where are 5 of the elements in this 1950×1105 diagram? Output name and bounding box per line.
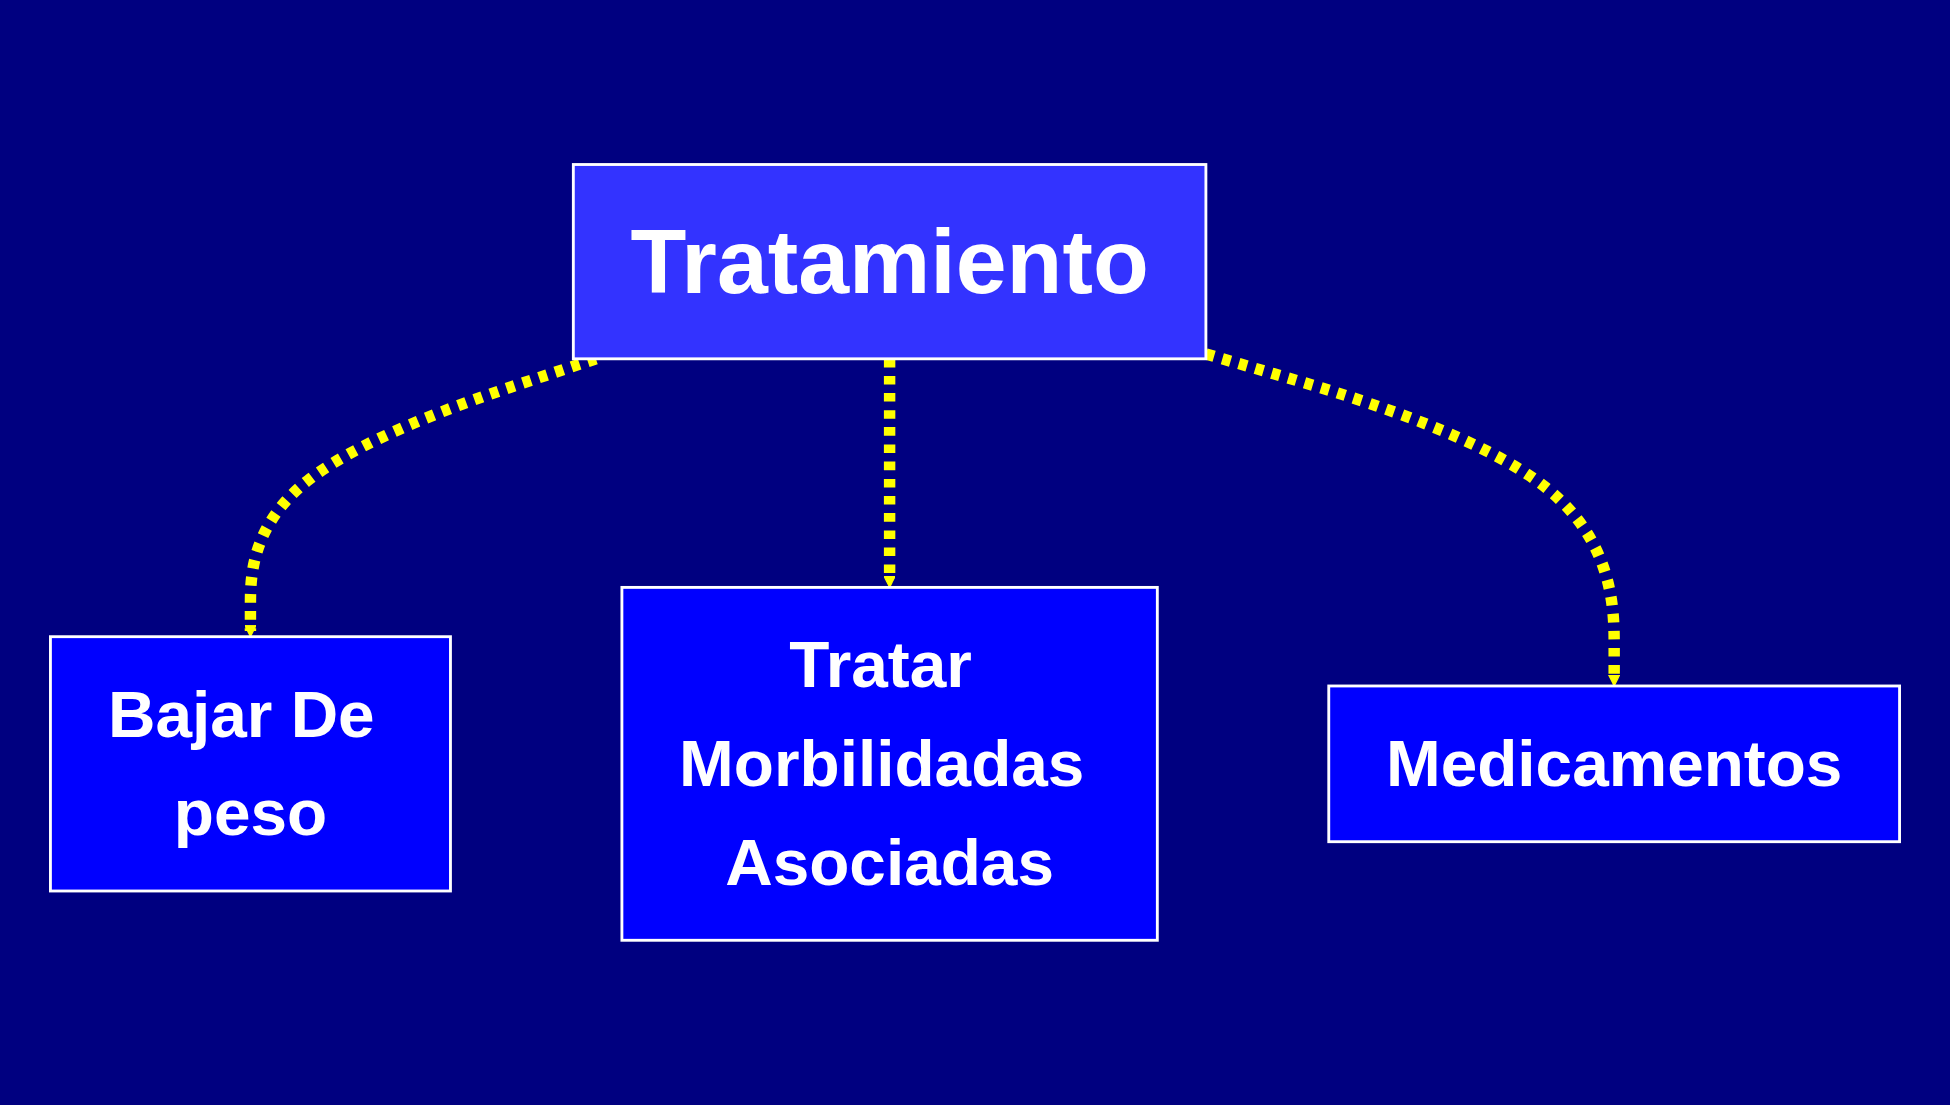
arrow xyxy=(1204,348,1621,687)
node-box: Bajar De peso xyxy=(49,635,452,893)
node-box: Medicamentos xyxy=(1327,684,1901,844)
node-box: Tratar Morbilidadas Asociadas xyxy=(620,586,1159,942)
node-box: Tratamiento xyxy=(571,163,1208,361)
